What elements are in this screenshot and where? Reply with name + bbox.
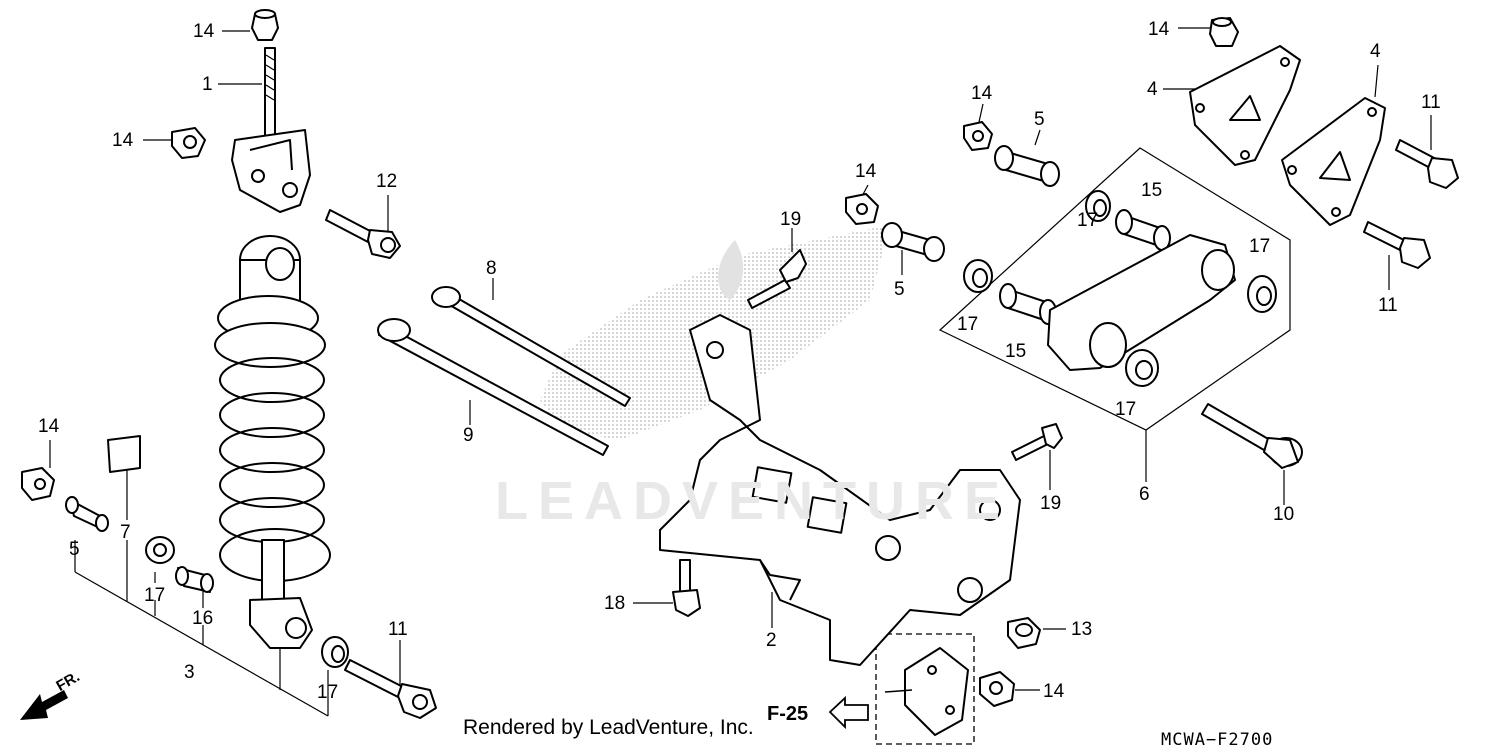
callout-16: 16	[192, 608, 214, 629]
bolt-19-top	[747, 249, 807, 309]
bolt-11-bottom	[344, 659, 437, 719]
bolt-10	[1201, 403, 1303, 469]
bolt-12	[325, 209, 401, 259]
callout-3: 3	[184, 662, 195, 683]
bearing-17-kit-a	[1085, 190, 1111, 222]
reference-arrow-icon	[828, 695, 869, 730]
callout-17: 17	[1115, 399, 1137, 420]
callout-17: 17	[317, 682, 339, 703]
link-kit-outline	[938, 147, 1291, 431]
callout-12: 12	[376, 171, 398, 192]
nut-14-top	[251, 9, 279, 41]
nut-13	[1007, 617, 1041, 649]
reference-box	[875, 633, 975, 745]
callout-5: 5	[894, 279, 905, 300]
leader-lines	[49, 27, 1432, 717]
callout-5: 5	[69, 539, 80, 560]
reference-bracket	[884, 647, 969, 736]
callout-17: 17	[957, 314, 979, 335]
bolt-11-right-upper	[1395, 139, 1459, 189]
callout-14: 14	[1148, 19, 1170, 40]
bolt-9	[377, 318, 609, 456]
collar-15-kit-a	[1115, 209, 1171, 251]
nut-14-bottom-right	[979, 671, 1015, 707]
collar-5-mid	[881, 222, 945, 262]
bolt-11-right-lower	[1363, 221, 1431, 269]
callout-8: 8	[486, 258, 497, 279]
bearing-17-kit-c	[1247, 275, 1277, 313]
bearing-17-kit-b	[963, 259, 993, 293]
render-credit: Rendered by LeadVenture, Inc.	[463, 716, 754, 739]
collar-16	[175, 566, 214, 593]
nut-14-mid	[845, 193, 879, 225]
bolt-18	[672, 559, 701, 617]
callout-9: 9	[463, 425, 474, 446]
link-arm	[1047, 234, 1236, 371]
callout-19: 19	[780, 209, 802, 230]
bolt-8	[431, 286, 631, 407]
callout-4: 4	[1147, 79, 1158, 100]
collar-5-upper	[994, 145, 1060, 187]
part-code: MCWA−F2700	[1161, 730, 1274, 750]
callout-11: 11	[1378, 295, 1398, 316]
bearing-17-kit-d	[1125, 349, 1159, 387]
callout-11: 11	[1421, 92, 1441, 113]
callout-14: 14	[193, 21, 215, 42]
callout-18: 18	[604, 593, 626, 614]
callout-17: 17	[144, 585, 166, 606]
callout-5: 5	[1034, 109, 1045, 130]
callout-14: 14	[855, 161, 877, 182]
plate-4-left	[1189, 45, 1301, 166]
callout-6: 6	[1139, 484, 1150, 505]
callout-2: 2	[766, 630, 777, 651]
callout-15: 15	[1141, 180, 1163, 201]
nut-14-topright	[1209, 17, 1239, 47]
callout-14: 14	[38, 416, 60, 437]
bearing-17-bottom	[321, 636, 349, 668]
callout-15: 15	[1005, 341, 1027, 362]
callout-19: 19	[1040, 493, 1062, 514]
nut-14-upper	[963, 121, 993, 151]
bolt-1	[264, 47, 276, 139]
shock-absorber	[214, 235, 331, 649]
label-plate-7	[107, 435, 141, 473]
frame-bracket-2	[659, 314, 1021, 666]
callout-1: 1	[202, 74, 213, 95]
watermark-text: LEADVENTURE	[495, 471, 1011, 531]
callout-13: 13	[1071, 619, 1093, 640]
callout-7: 7	[120, 522, 131, 543]
plate-4-right	[1281, 97, 1386, 226]
collar-15-kit-b	[999, 283, 1057, 325]
nut-14-lower-left	[21, 467, 55, 501]
shock-upper-clevis	[231, 129, 311, 213]
callout-14: 14	[971, 83, 993, 104]
callout-14: 14	[1043, 681, 1065, 702]
callout-11: 11	[388, 619, 408, 640]
callout-14: 14	[112, 130, 134, 151]
bolt-19-mid	[1011, 423, 1063, 461]
callout-17: 17	[1249, 236, 1271, 257]
callout-4: 4	[1370, 41, 1381, 62]
callout-10: 10	[1273, 504, 1295, 525]
front-direction-arrow-icon	[20, 690, 68, 720]
callout-17: 17	[1077, 210, 1099, 231]
nut-14-left	[171, 127, 206, 159]
reference-label: F-25	[767, 703, 809, 725]
collar-5-left	[65, 496, 109, 532]
bearing-17-left	[145, 536, 175, 564]
